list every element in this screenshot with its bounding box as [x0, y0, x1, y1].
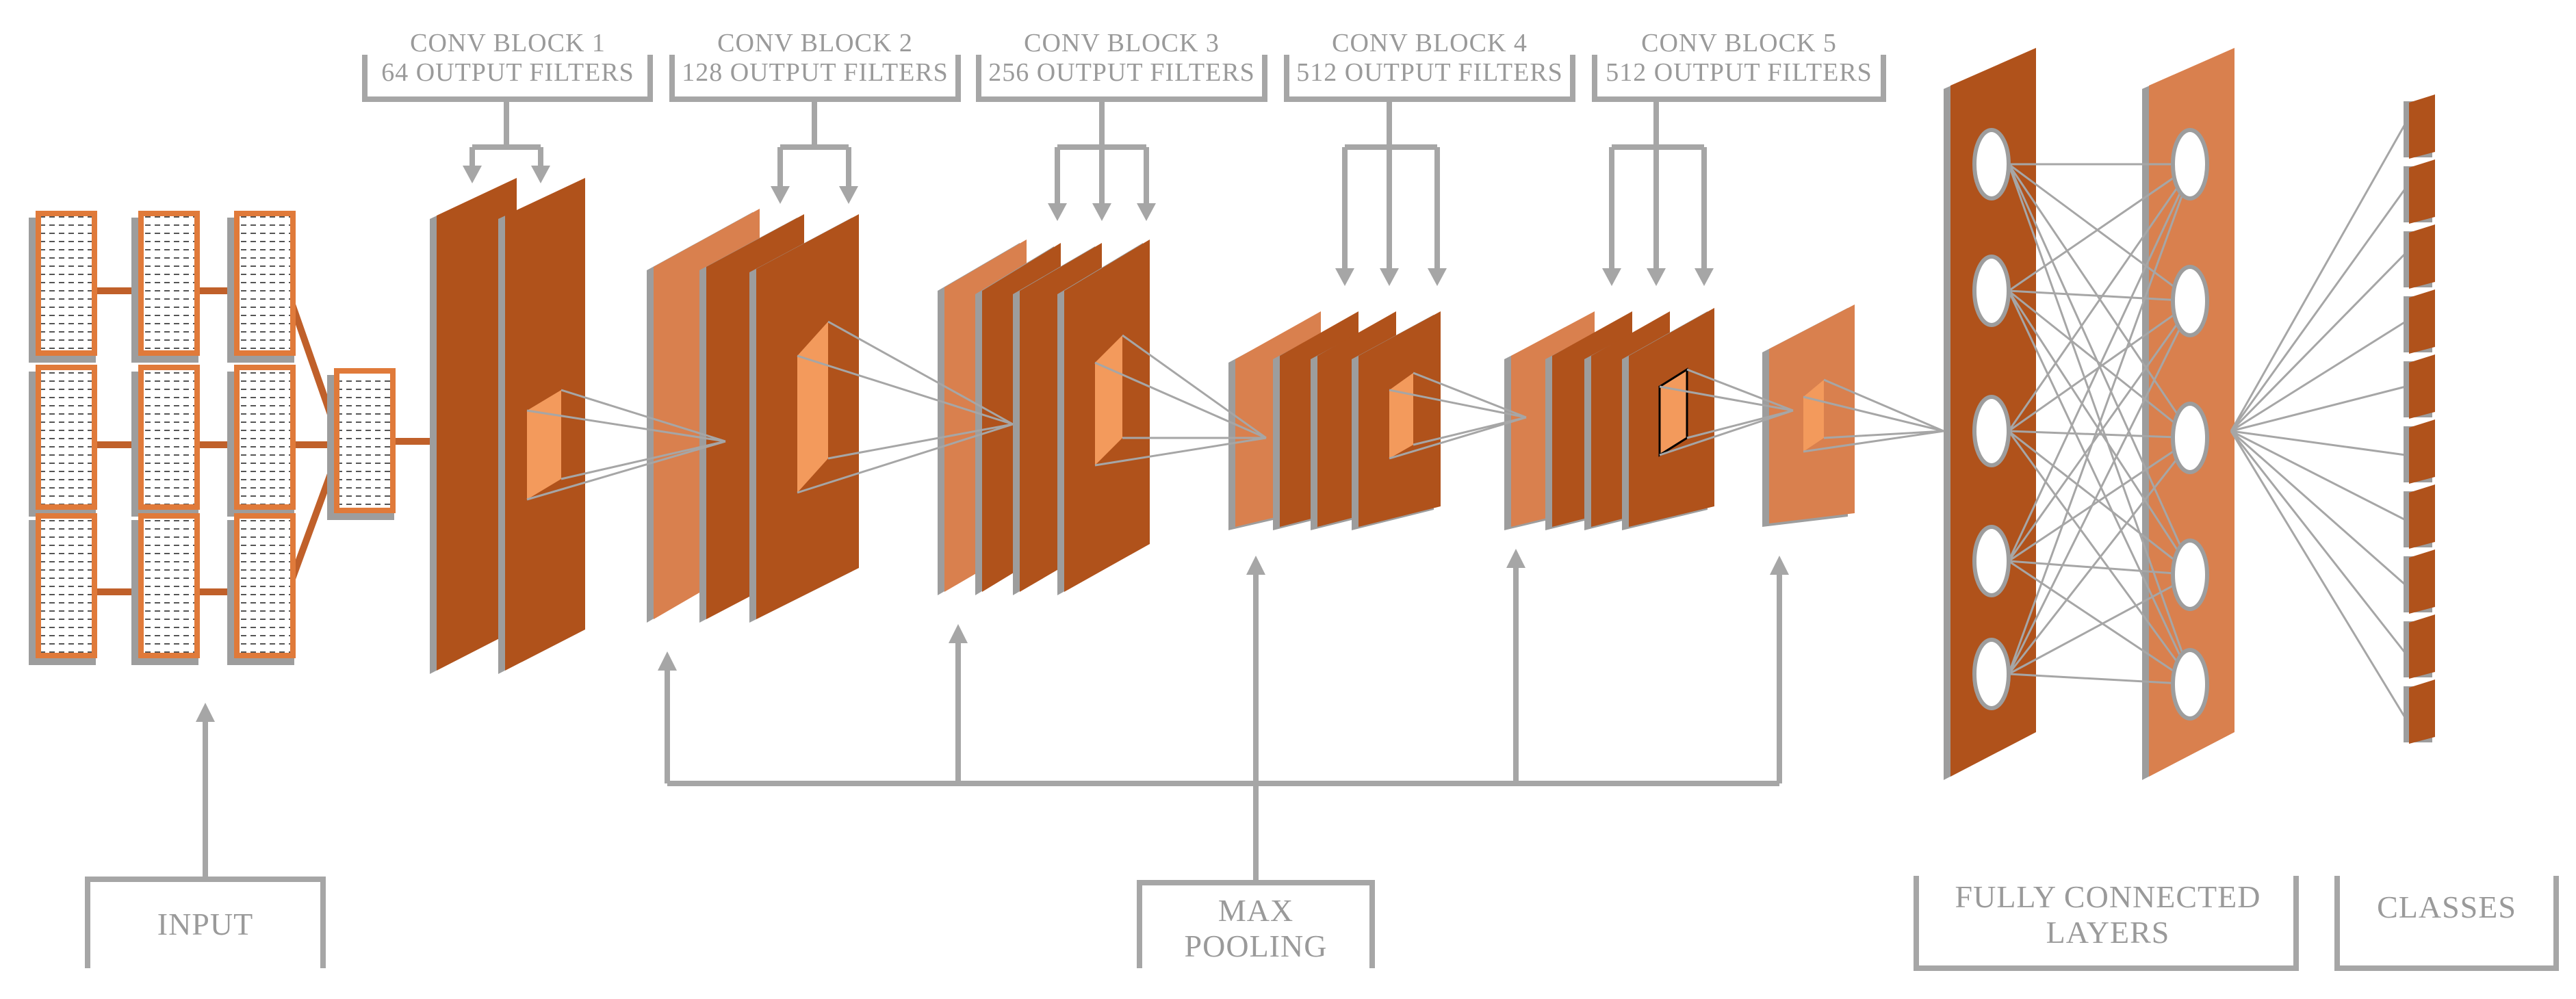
- conv-block-5-label: CONV BLOCK 5 512 OUTPUT FILTERS: [1588, 29, 1890, 87]
- conv-block-4-filters: 512 OUTPUT FILTERS: [1296, 57, 1563, 87]
- conv-block-3-label: CONV BLOCK 3 256 OUTPUT FILTERS: [971, 29, 1272, 87]
- conv-block-5-layers: [1504, 304, 1855, 530]
- conv-block-1-title: CONV BLOCK 1: [410, 29, 606, 57]
- input-document: [131, 365, 200, 517]
- classes-label: CLASSES: [2377, 890, 2516, 924]
- input-arrowhead: [196, 703, 215, 722]
- input-document: [29, 365, 97, 517]
- input-bracket: [85, 718, 326, 968]
- conv-block-4-label: CONV BLOCK 4 512 OUTPUT FILTERS: [1279, 29, 1580, 87]
- class-nodes: [2404, 94, 2435, 744]
- conv-block-5-title: CONV BLOCK 5: [1641, 29, 1837, 57]
- fc-connections: [2007, 163, 2195, 686]
- projection-lines: [526, 320, 1944, 501]
- input-document: [29, 513, 97, 665]
- kernel-window: [1095, 335, 1122, 465]
- conv-block-2-label: CONV BLOCK 2 128 OUTPUT FILTERS: [665, 29, 966, 87]
- input-label: INPUT: [157, 907, 254, 942]
- kernel-window: [527, 390, 561, 500]
- fc-neurons: [1972, 128, 2209, 721]
- input-document-merged: [327, 368, 396, 520]
- bottom-brackets: [1914, 876, 2559, 971]
- fully-connected-label: FULLY CONNECTED LAYERS: [1927, 879, 2289, 950]
- conv-block-4-layers: [1228, 311, 1441, 530]
- conv-block-3-filters: 256 OUTPUT FILTERS: [988, 57, 1255, 87]
- fully-connected-line-2: LAYERS: [2046, 914, 2170, 950]
- kernel-window: [797, 322, 828, 493]
- conv-block-2-title: CONV BLOCK 2: [717, 29, 913, 57]
- input-document: [29, 211, 97, 363]
- conv-block-2-filters: 128 OUTPUT FILTERS: [682, 57, 949, 87]
- max-pooling-label: MAX POOLING: [1153, 893, 1358, 963]
- conv-block-brackets: [362, 55, 1886, 102]
- max-pooling-line-1: MAX: [1218, 893, 1294, 928]
- conv-block-4-title: CONV BLOCK 4: [1332, 29, 1528, 57]
- conv-block-5-filters: 512 OUTPUT FILTERS: [1606, 57, 1872, 87]
- conv-block-2-layers: [647, 209, 859, 623]
- class-connections: [2230, 122, 2407, 719]
- conv-block-1-filters: 64 OUTPUT FILTERS: [381, 57, 634, 87]
- input-document: [227, 513, 296, 665]
- input-images: [29, 211, 396, 665]
- max-pooling-arrowheads: [658, 549, 1789, 671]
- conv-block-arrowheads: [463, 166, 1714, 286]
- conv-block-arrows: [469, 99, 1707, 270]
- input-document: [131, 513, 200, 665]
- input-document: [131, 211, 200, 363]
- conv-block-3-title: CONV BLOCK 3: [1024, 29, 1220, 57]
- input-document: [227, 211, 296, 363]
- conv-block-1-layers: [430, 178, 585, 674]
- fully-connected-line-1: FULLY CONNECTED: [1955, 879, 2261, 914]
- max-pooling-bus: [665, 565, 1782, 968]
- conv-block-1-label: CONV BLOCK 1 64 OUTPUT FILTERS: [357, 29, 658, 87]
- max-pooling-line-2: POOLING: [1184, 928, 1328, 963]
- conv-block-3-layers: [938, 239, 1150, 595]
- input-document: [227, 365, 296, 517]
